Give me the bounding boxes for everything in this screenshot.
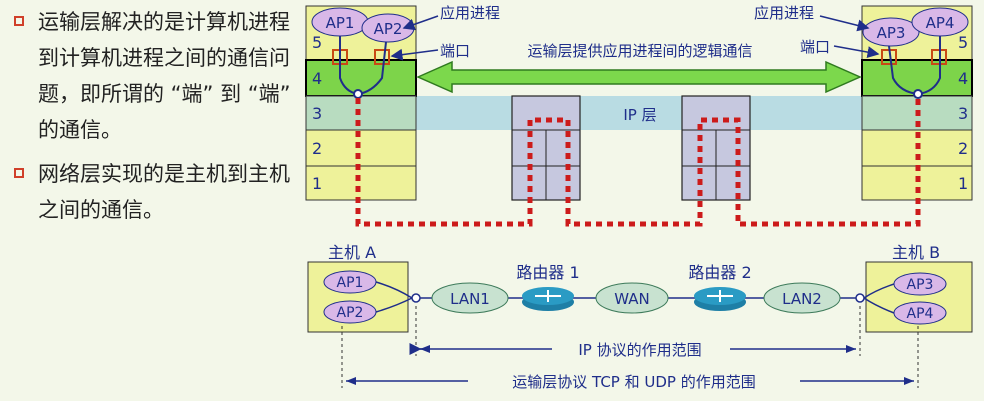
lan2-label: LAN2 xyxy=(782,290,822,308)
layer-num-3: 3 xyxy=(958,104,968,123)
wan-cloud xyxy=(595,282,669,314)
lan1-cloud xyxy=(431,282,509,314)
app-process-label-right: 应用进程 xyxy=(754,4,814,22)
bullet-text: 运输层解决的是计算机进程到计算机进程之间的通信问题，即所谓的 “端” 到 “端”… xyxy=(38,10,291,142)
host-b-ap4: AP4 xyxy=(907,306,934,322)
transport-scope-label: 运输层协议 TCP 和 UDP 的作用范围 xyxy=(512,373,755,391)
logical-comm-arrow xyxy=(416,60,862,94)
transport-comm-label: 运输层提供应用进程间的逻辑通信 xyxy=(527,42,752,60)
host-a-ap2: AP2 xyxy=(337,305,364,321)
sap-dot xyxy=(913,89,923,99)
ap2-label: AP2 xyxy=(374,20,403,38)
router2-label: 路由器 2 xyxy=(688,263,751,282)
bullet-item-transport: 运输层解决的是计算机进程到计算机进程之间的通信问题，即所谓的 “端” 到 “端”… xyxy=(14,4,294,148)
bullet-square-icon xyxy=(14,168,24,178)
bullet-item-network: 网络层实现的是主机到主机之间的通信。 xyxy=(14,156,294,228)
layer-num-5: 5 xyxy=(958,33,968,52)
sap-dot xyxy=(353,89,363,99)
host-a-label: 主机 A xyxy=(328,243,376,262)
host-b-label: 主机 B xyxy=(892,243,940,262)
data-path-dashed xyxy=(355,98,921,227)
layer-num-2: 2 xyxy=(958,139,968,158)
ip-scope-label: IP 协议的作用范围 xyxy=(578,341,701,359)
ip-layer-band xyxy=(356,96,866,130)
host-b-ap3: AP3 xyxy=(907,277,934,293)
ap1-label: AP1 xyxy=(326,14,355,32)
layer-num-2: 2 xyxy=(312,139,322,158)
ap3-label: AP3 xyxy=(877,24,906,42)
port-label-left: 端口 xyxy=(440,42,470,60)
port-label-right: 端口 xyxy=(800,38,830,56)
layer-num-1: 1 xyxy=(312,174,322,193)
lan1-label: LAN1 xyxy=(450,290,490,308)
router1-label: 路由器 1 xyxy=(516,263,579,282)
bullet-list: 运输层解决的是计算机进程到计算机进程之间的通信问题，即所谓的 “端” 到 “端”… xyxy=(14,4,294,236)
port-box xyxy=(374,49,390,65)
host-a-ap1: AP1 xyxy=(337,275,364,291)
ap4-label: AP4 xyxy=(926,14,955,32)
bullet-text: 网络层实现的是主机到主机之间的通信。 xyxy=(38,162,290,222)
left-protocol-stack: 5 4 3 2 1 AP1 AP2 xyxy=(305,5,417,201)
ap-ellipse xyxy=(862,17,920,47)
layer-num-4: 4 xyxy=(958,69,968,88)
layer-num-1: 1 xyxy=(958,174,968,193)
layer-num-3: 3 xyxy=(312,104,322,123)
layer-num-4: 4 xyxy=(312,69,322,88)
right-protocol-stack: 5 4 3 2 1 AP3 AP4 xyxy=(861,5,973,201)
app-process-label-left: 应用进程 xyxy=(440,4,500,22)
lan2-cloud xyxy=(763,282,841,314)
ip-layer-label: IP 层 xyxy=(623,106,656,124)
bullet-square-icon xyxy=(14,16,24,26)
wan-label: WAN xyxy=(614,290,650,308)
layer-num-5: 5 xyxy=(312,33,322,52)
